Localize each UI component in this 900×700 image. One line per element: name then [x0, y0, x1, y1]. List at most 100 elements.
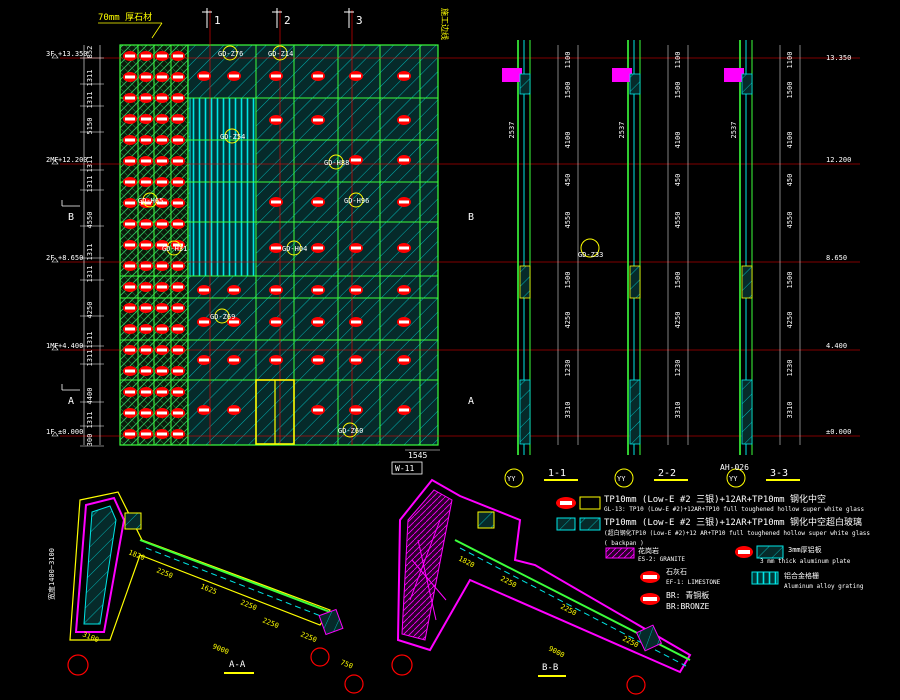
axis-label: 2 [284, 14, 291, 27]
section-level: 8.650 [826, 254, 847, 262]
panel-marker [155, 177, 169, 187]
legend: TP10mm (Low-E #2 三银)+12AR+TP10mm 钢化中空 GL… [556, 493, 870, 611]
panel-marker [269, 355, 283, 365]
panel-marker [197, 71, 211, 81]
panel-marker [397, 285, 411, 295]
panel-marker [171, 408, 185, 418]
panel-marker [311, 197, 325, 207]
panel-marker [197, 405, 211, 415]
callout: GD-H96 [344, 192, 369, 208]
callout: GD-Z69 [210, 308, 235, 324]
callout: GD-Z54 [220, 128, 245, 144]
level-name: 1F [46, 428, 54, 436]
panel-marker [311, 285, 325, 295]
section-dim: 2537 [730, 122, 738, 139]
plan-aa-dim: 750 [339, 658, 354, 670]
panel-marker [171, 387, 185, 397]
section-dim: 1230 [786, 360, 794, 377]
panel-marker [269, 115, 283, 125]
panel-marker [349, 71, 363, 81]
panel-marker [155, 408, 169, 418]
section-dim: 1100 [674, 52, 682, 69]
panel-marker [227, 405, 241, 415]
panel-marker [123, 282, 137, 292]
section-dim: 1100 [786, 52, 794, 69]
level-value: ±0.000 [58, 428, 83, 436]
callout-label: GD-H31 [162, 245, 187, 253]
dimension-label: 1311 [86, 156, 94, 173]
panel-marker [171, 72, 185, 82]
section-dim: 450 [564, 174, 572, 187]
level-value: +13.350 [58, 50, 88, 58]
panel-marker [269, 71, 283, 81]
panel-marker [397, 71, 411, 81]
legend-bronze-en: BR:BRONZE [666, 602, 710, 611]
panel-marker [311, 317, 325, 327]
panel-marker [123, 387, 137, 397]
panel-marker [155, 240, 169, 250]
panel-marker [123, 219, 137, 229]
legend-grating-en: Aluminum alloy grating [784, 583, 864, 590]
panel-marker [139, 408, 153, 418]
panel-marker [123, 135, 137, 145]
panel-marker [155, 72, 169, 82]
legend-item-2-en: (超白钢化TP10 (Low-E #2)+12 AR+TP10 full tou… [604, 529, 870, 537]
section-dim: 450 [674, 174, 682, 187]
grating-panel [189, 97, 257, 277]
panel-marker [227, 317, 241, 327]
plan-bb-dim: 2250 [559, 603, 578, 618]
panel-marker [123, 51, 137, 61]
plan-aa-dim: 9000 [211, 642, 230, 656]
panel-marker [171, 303, 185, 313]
section-dim: 1500 [564, 82, 572, 99]
panel-marker [349, 355, 363, 365]
panel-marker [155, 156, 169, 166]
legend-item-1-cn: TP10mm (Low-E #2 三银)+12AR+TP10mm 钢化中空 [604, 493, 826, 505]
panel-marker [269, 317, 283, 327]
panel-marker [349, 317, 363, 327]
panel-marker [171, 366, 185, 376]
panel-marker [139, 429, 153, 439]
panel-marker [139, 156, 153, 166]
plan-aa-dim: 2250 [299, 630, 318, 644]
panel-marker [139, 282, 153, 292]
plan-bb-dim: 9000 [547, 645, 566, 660]
axis-label: 1 [214, 14, 221, 27]
plan-aa-vertical: 宽度1400~3100 [47, 548, 56, 600]
panel-marker [197, 355, 211, 365]
zone-mark-a: A [61, 384, 80, 407]
panel-marker [123, 261, 137, 271]
panel-marker [155, 135, 169, 145]
plan-aa-dim: 2250 [155, 566, 174, 580]
panel-marker [397, 243, 411, 253]
panel-marker [155, 282, 169, 292]
panel-marker [155, 303, 169, 313]
section-axis-mark: YY [507, 475, 516, 483]
section-dim: 3310 [564, 402, 572, 419]
callout: GD-H88 [324, 154, 349, 170]
panel-marker [123, 93, 137, 103]
section-label: 3-3 [770, 468, 788, 479]
panel-marker [171, 177, 185, 187]
panel-marker [311, 355, 325, 365]
panel-markers [123, 51, 411, 439]
section-dim: 4100 [786, 132, 794, 149]
bottom-dim: 1545 [408, 451, 427, 460]
panel-marker [123, 156, 137, 166]
top-note: 70mm 厚石材 [98, 11, 152, 23]
callout: GD-Z76 [218, 45, 243, 61]
section-dim: 1500 [786, 272, 794, 289]
panel-marker [197, 285, 211, 295]
panel-marker [311, 405, 325, 415]
section-dim: 4250 [674, 312, 682, 329]
panel-marker [311, 115, 325, 125]
legend-bronze-cn: BR: 青铜板 [666, 590, 709, 600]
panel-marker [139, 72, 153, 82]
section-dim: 3310 [786, 402, 794, 419]
section-1: 110015004100450455015004250123033102537Y… [502, 40, 579, 488]
dimension-label: 1311 [86, 92, 94, 109]
panel-marker [139, 219, 153, 229]
panel-marker [139, 303, 153, 313]
